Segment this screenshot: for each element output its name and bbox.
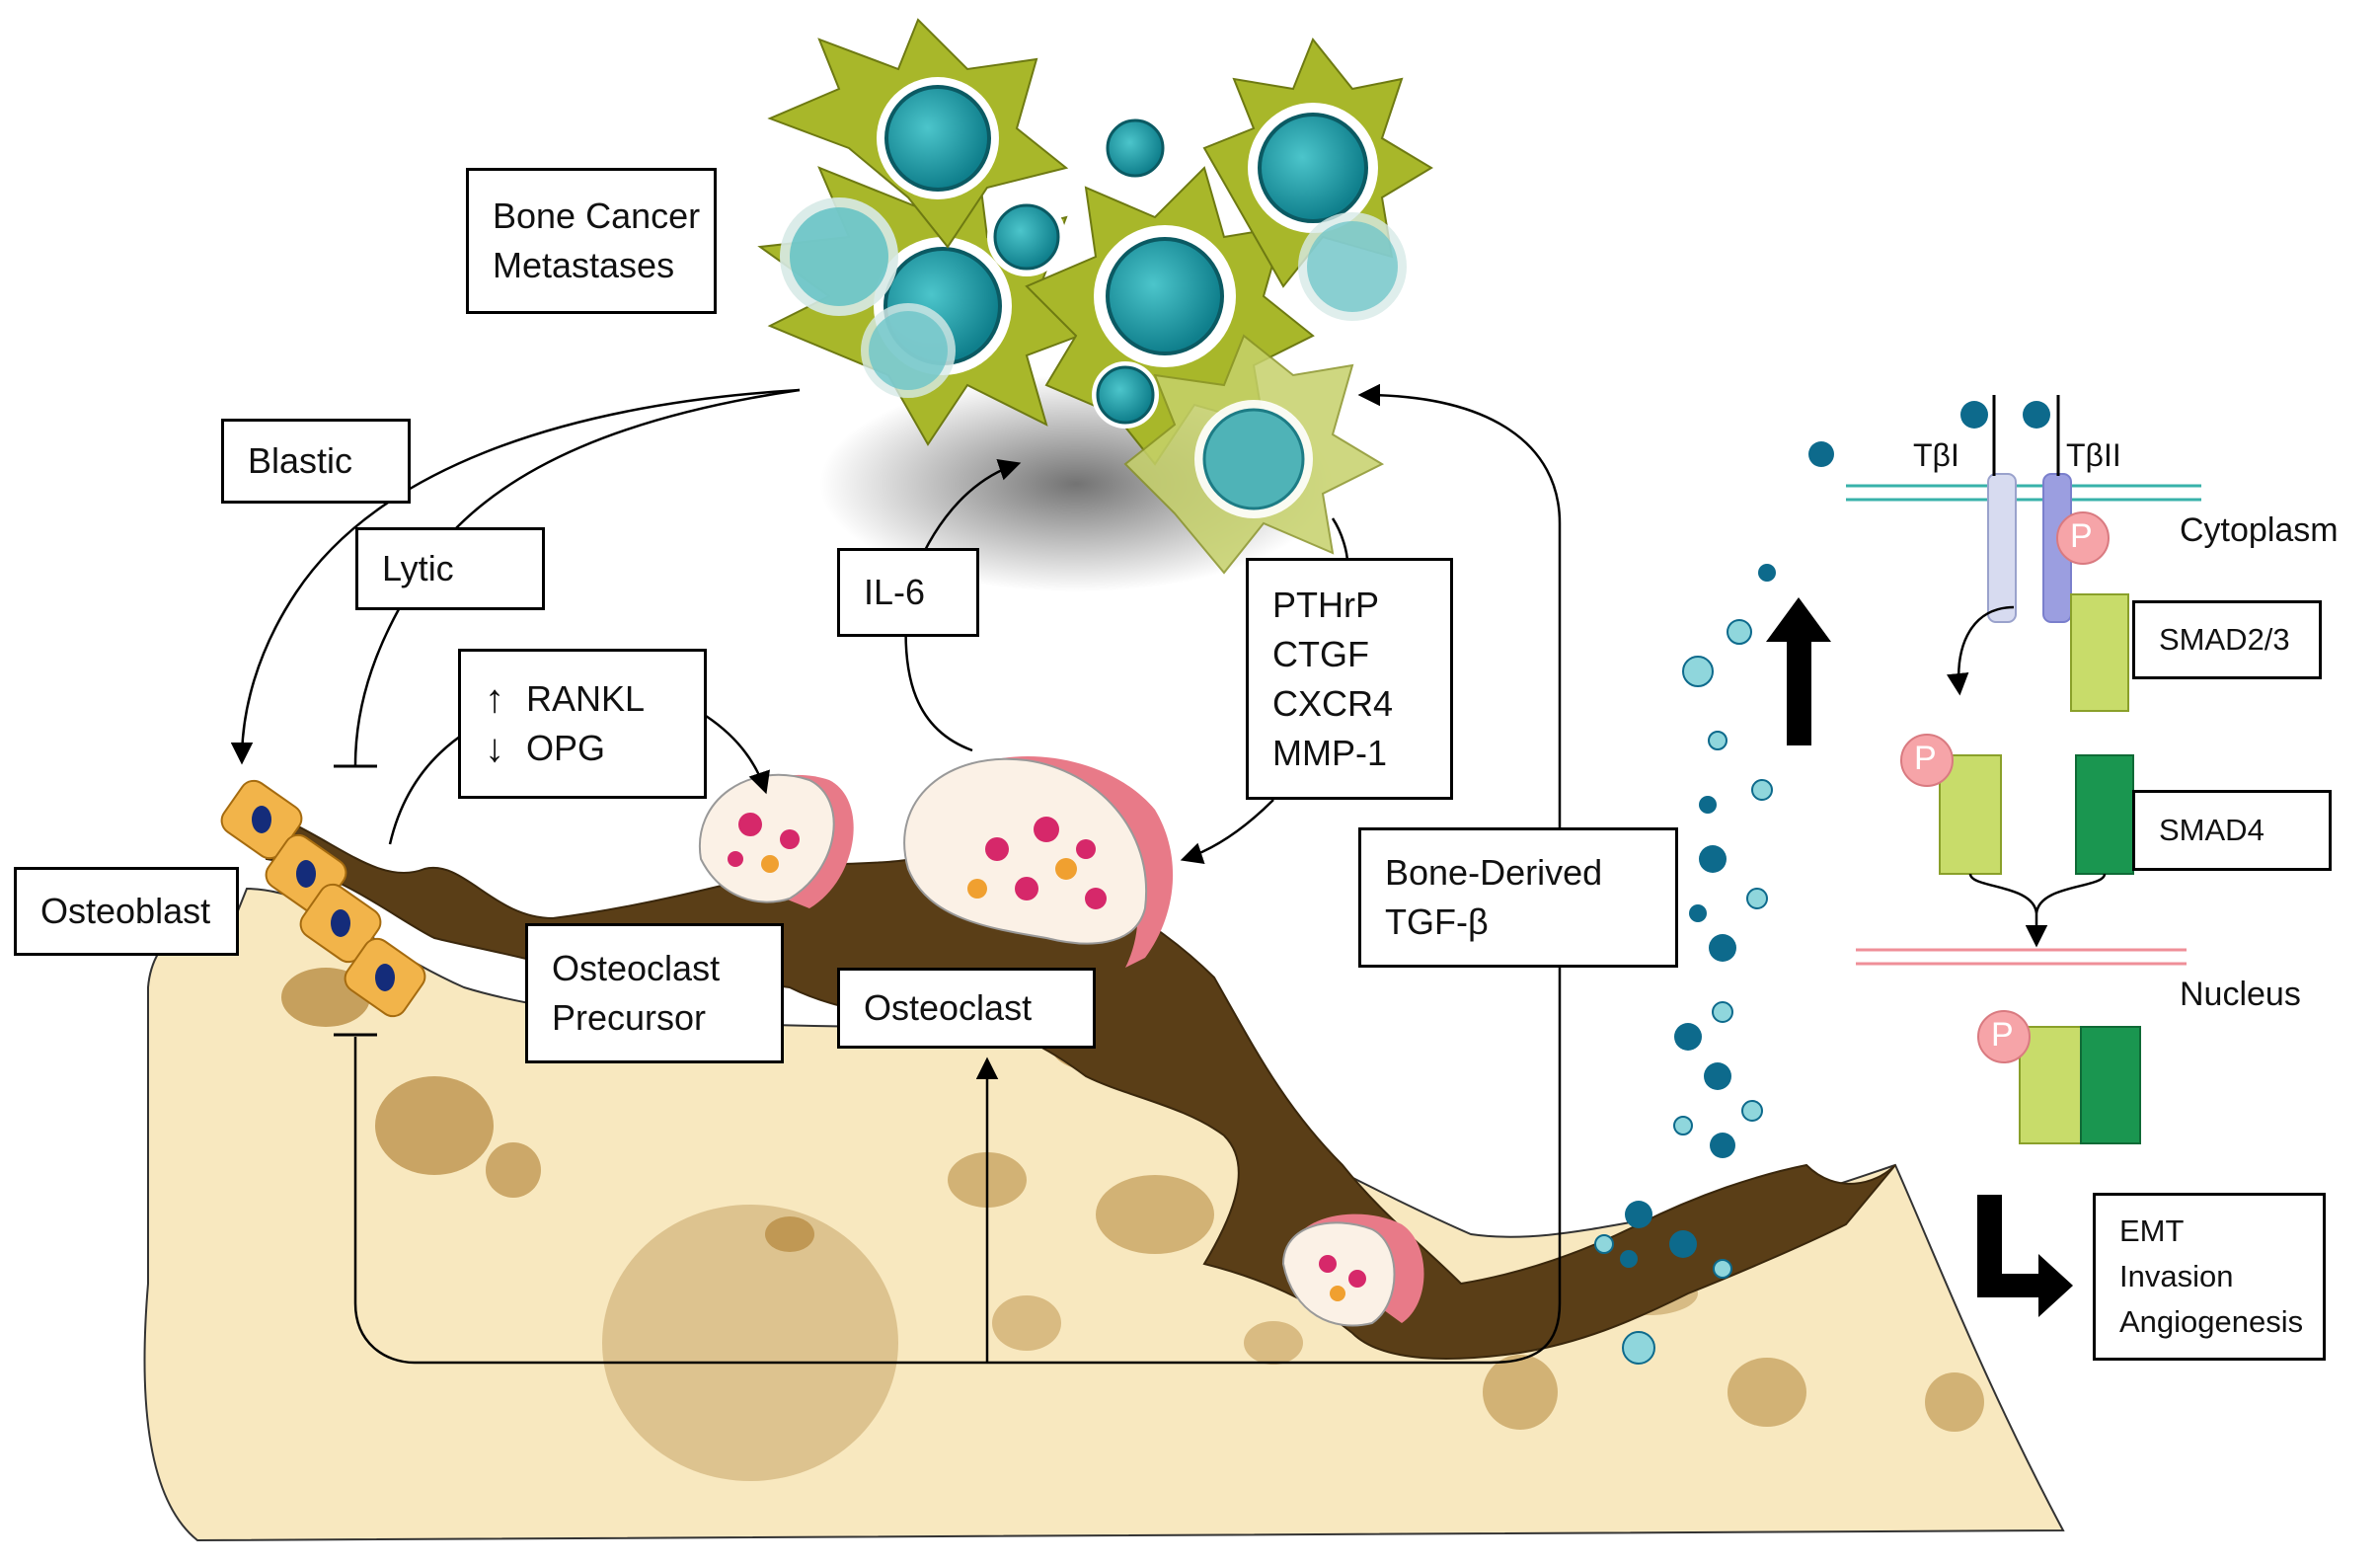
tumor-cell: [767, 18, 1069, 249]
nucleus-label: Nucleus: [2180, 976, 2301, 1013]
osteoblast-cell: [299, 883, 382, 964]
rankl-opg-label: ↑ RANKL ↓ OPG: [458, 649, 707, 799]
ligand-dot: [2023, 401, 2050, 429]
smad-complex-block-b: [2080, 1026, 2141, 1144]
ligand-dot: [1960, 401, 1988, 429]
smad23-label: SMAD2/3: [2132, 600, 2322, 679]
tb1-label: TβI: [1913, 437, 1959, 473]
tumor-cell: [861, 303, 956, 398]
osteoclast-precursor-cell: [698, 773, 854, 908]
smad23-block: [2070, 593, 2129, 712]
osteoclast-precursor-label: Osteoclast Precursor: [525, 923, 784, 1063]
tb2-label: TβII: [2066, 437, 2121, 473]
output-arrow: [1977, 1195, 2073, 1317]
smad4-block: [2075, 754, 2134, 875]
osteoblast-cell: [220, 779, 303, 860]
il6-label: IL-6: [837, 548, 979, 637]
blastic-arrow: [230, 388, 801, 765]
osteoclast-label: Osteoclast: [837, 968, 1096, 1049]
signaling-panel: [1846, 395, 2201, 1317]
tumor-factors-label: PTHrP CTGF CXCR4 MMP-1: [1246, 558, 1453, 800]
phospho-label-complex: P: [1991, 1016, 2014, 1054]
tumor-cell: [1123, 334, 1385, 575]
rankl-to-precursor-arrow: [705, 714, 770, 795]
blastic-label: Blastic: [221, 419, 411, 504]
osteoclast-cell-small: [1281, 1213, 1424, 1327]
osteoblast-cell: [344, 937, 426, 1018]
smad23-phospho-block: [1939, 754, 2002, 875]
bone-cancer-metastases-label: Bone Cancer Metastases: [466, 168, 717, 314]
tumor-cell: [1092, 361, 1159, 429]
tb1-receptor: [1987, 473, 2017, 623]
emt-invasion-angiogenesis-label: EMT Invasion Angiogenesis: [2093, 1193, 2326, 1361]
smad-merge-arrow: [1968, 873, 2107, 943]
smad4-label: SMAD4: [2132, 790, 2332, 871]
phospho-circle: [1977, 1010, 2031, 1063]
tumor-cell: [1102, 115, 1169, 182]
up-arrow-icon: ↑: [485, 677, 504, 721]
feedback-loop-line: [353, 383, 1562, 1365]
osteoblasts: [220, 779, 426, 1018]
phospho-label-receptor: P: [2070, 517, 2093, 555]
osteoblast-label: Osteoblast: [14, 867, 239, 956]
phospho-circle: [1900, 734, 1954, 787]
tumor-cell: [780, 197, 898, 316]
bone-derived-tgf-label: Bone-Derived TGF-β: [1358, 827, 1678, 968]
factors-to-osteoclast-arrow: [1180, 799, 1274, 864]
tgf-particles: [1594, 441, 1834, 1365]
upward-arrow: [1766, 597, 1831, 745]
smad-curve-arrow: [1947, 605, 2015, 696]
down-arrow-icon: ↓: [485, 727, 504, 770]
phospho-circle: [2056, 511, 2110, 565]
tumor-cell: [1298, 212, 1407, 321]
lytic-label: Lytic: [355, 527, 545, 610]
phospho-label-smad: P: [1914, 740, 1937, 777]
factors-arrow: [1331, 517, 1349, 564]
osteoclast-cell: [903, 756, 1174, 968]
cytoplasm-label: Cytoplasm: [2180, 511, 2339, 549]
tumor-cluster: [757, 18, 1433, 592]
tumor-cell: [987, 197, 1066, 276]
